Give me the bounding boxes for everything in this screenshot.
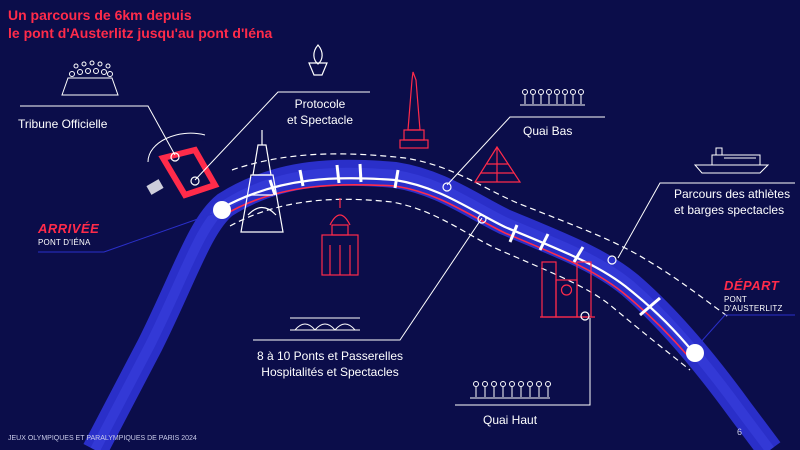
page-number: 6: [737, 427, 743, 437]
label-ponts-line-2: Hospitalités et Spectacles: [261, 365, 399, 379]
callout-markers: [170, 152, 617, 321]
quai-bas-crowd-icon: [520, 89, 585, 106]
bridge-icon: [290, 317, 360, 331]
depart-subtitle: PONT D'AUSTERLITZ: [724, 295, 783, 313]
arrivee-subtitle: PONT D'IÉNA: [38, 238, 91, 247]
footer-text: JEUX OLYMPIQUES ET PARALYMPIQUES DE PARI…: [8, 435, 197, 442]
label-ponts-line-1: 8 à 10 Ponts et Passerelles: [256, 349, 404, 363]
depart-label: DÉPART PONT D'AUSTERLITZ: [724, 278, 800, 313]
arrivee-marker: [213, 201, 231, 219]
arrivee-label: ARRIVÉE PONT D'IÉNA: [38, 221, 99, 247]
arrivee-underline: [38, 213, 213, 253]
label-parcours-line-1: Parcours des athlètes: [674, 187, 791, 201]
label-quai-bas: Quai Bas: [523, 124, 573, 138]
title-line-1: Un parcours de 6km depuis: [8, 7, 192, 23]
depart-title: DÉPART: [724, 278, 780, 293]
depart-marker: [686, 344, 704, 362]
seine-river: [83, 159, 781, 450]
eiffel-tower-icon: [240, 130, 284, 233]
invalides-icon: [321, 198, 359, 276]
label-quai-haut: Quai Haut: [483, 413, 538, 427]
parade-route: [221, 153, 731, 371]
label-protocole-line-1: Protocole: [294, 97, 346, 111]
label-protocole-line-2: et Spectacle: [286, 113, 354, 127]
title-line-2: le pont d'Austerlitz jusqu'au pont d'Ién…: [8, 25, 273, 41]
label-parcours: Parcours des athlètes et barges spectacl…: [674, 186, 790, 218]
flame-icon: [308, 44, 328, 76]
quai-haut-crowd-icon: [470, 381, 551, 399]
tribune-crowd-icon: [61, 60, 119, 96]
map-title: Un parcours de 6km depuis le pont d'Aust…: [8, 6, 272, 42]
arrivee-title: ARRIVÉE: [38, 221, 100, 236]
obelisk-icon: [399, 71, 429, 149]
label-parcours-line-2: et barges spectacles: [674, 203, 785, 217]
barge-icon: [693, 147, 770, 174]
label-tribune: Tribune Officielle: [18, 117, 108, 131]
notre-dame-icon: [540, 261, 595, 318]
tribune-building: [146, 131, 220, 199]
label-protocole: Protocole et Spectacle: [278, 96, 362, 128]
depart-underline: [699, 314, 795, 344]
louvre-pyramid-icon: [473, 145, 522, 183]
bridges: [268, 163, 661, 317]
label-ponts: 8 à 10 Ponts et Passerelles Hospitalités…: [240, 348, 420, 380]
callout-lines: [20, 91, 795, 406]
